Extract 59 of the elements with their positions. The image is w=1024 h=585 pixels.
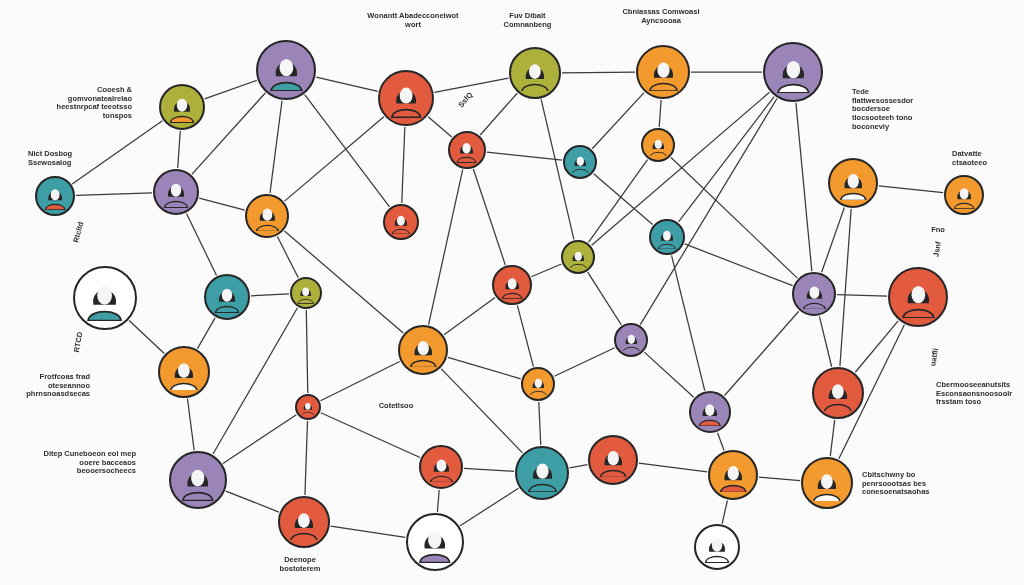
- connector-line: [591, 91, 771, 246]
- connector-line: [639, 97, 778, 326]
- connector-line: [723, 310, 800, 397]
- connector-line: [401, 126, 406, 204]
- connector-line: [191, 92, 266, 175]
- connector-line: [795, 102, 813, 272]
- connector-line: [568, 464, 589, 469]
- connector-line: [71, 120, 163, 185]
- connector-line: [486, 151, 563, 161]
- connector-line: [222, 414, 297, 465]
- connector-line: [818, 315, 833, 368]
- connector-line: [204, 79, 258, 100]
- connector-line: [177, 130, 181, 169]
- connector-line: [854, 320, 899, 373]
- connector-line: [186, 398, 195, 451]
- connector-line: [821, 206, 845, 273]
- connector-line: [198, 197, 246, 211]
- connector-line: [839, 208, 852, 367]
- connector-line: [304, 420, 309, 496]
- connector-line: [283, 230, 404, 334]
- connector-line: [250, 293, 290, 297]
- connector-line: [443, 296, 496, 336]
- connector-line: [638, 462, 708, 473]
- connector-line: [459, 487, 520, 527]
- connector-line: [658, 99, 662, 128]
- connector-line: [684, 243, 794, 287]
- connector-line: [716, 432, 725, 452]
- connector-line: [829, 419, 836, 457]
- connector-line: [463, 467, 515, 472]
- connector-line: [427, 116, 453, 138]
- connector-line: [472, 168, 506, 266]
- connector-line: [878, 185, 944, 194]
- connector-line: [538, 401, 542, 446]
- connector-line: [516, 304, 535, 368]
- connector-line: [690, 71, 763, 73]
- connector-line: [758, 476, 801, 482]
- connector-line: [540, 98, 575, 241]
- connector-line: [670, 156, 798, 279]
- connector-line: [479, 92, 518, 136]
- connector-line: [320, 412, 421, 459]
- connector-line: [591, 91, 645, 150]
- connector-line: [440, 368, 524, 454]
- connector-line: [269, 100, 283, 194]
- connector-line: [75, 192, 153, 196]
- connector-line: [561, 71, 636, 74]
- connector-line: [305, 309, 309, 394]
- connector-line: [315, 76, 379, 93]
- connector-line: [447, 356, 522, 380]
- connector-line: [128, 319, 165, 355]
- connector-line: [330, 525, 406, 539]
- connector-line: [593, 173, 654, 226]
- connector-line: [721, 499, 728, 525]
- connector-line: [433, 77, 510, 94]
- connector-line: [670, 254, 706, 392]
- connector-line: [643, 351, 695, 398]
- connector-line: [427, 168, 464, 326]
- connector-line: [836, 294, 888, 297]
- connector-line: [436, 489, 440, 513]
- connector-line: [283, 116, 385, 202]
